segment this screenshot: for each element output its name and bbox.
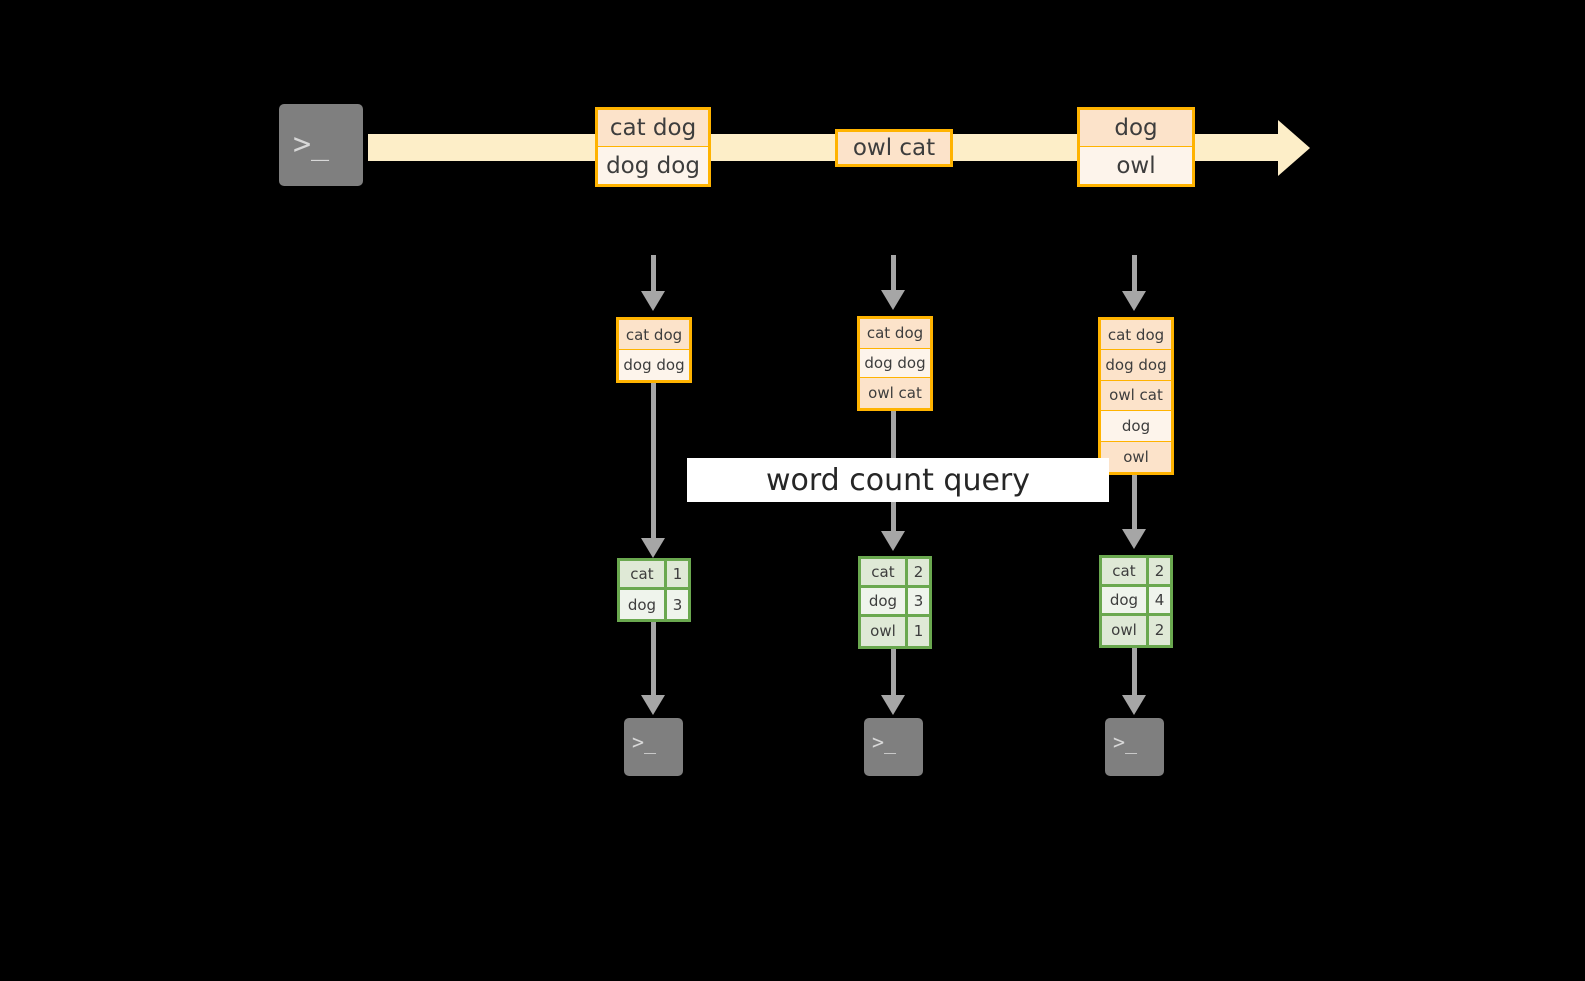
result-output-line bbox=[1132, 648, 1137, 695]
result-count: 3 bbox=[907, 587, 929, 617]
result-word: dog bbox=[861, 587, 905, 617]
terminal-prompt-glyph: >_ bbox=[1113, 730, 1138, 754]
result-word-column: cat dog owl bbox=[861, 559, 908, 646]
stream-record: cat dog bbox=[598, 110, 708, 147]
sink-terminal-icon: >_ bbox=[857, 711, 930, 783]
stream-record: owl bbox=[1080, 147, 1192, 184]
result-word: cat bbox=[620, 561, 664, 590]
result-output-arrowhead bbox=[641, 695, 665, 715]
result-word: owl bbox=[1102, 615, 1146, 645]
result-word: dog bbox=[620, 590, 664, 619]
snapshot-tap-arrowhead bbox=[881, 290, 905, 310]
stream-record: dog dog bbox=[598, 147, 708, 184]
result-word: owl bbox=[861, 616, 905, 646]
snapshot-record: dog dog bbox=[1101, 350, 1171, 381]
result-count: 1 bbox=[666, 561, 688, 590]
snapshot-records: cat dog dog dog bbox=[616, 317, 692, 383]
result-word: cat bbox=[861, 559, 905, 588]
snapshot-records: cat dog dog dog owl cat bbox=[857, 316, 933, 411]
result-count: 3 bbox=[666, 590, 688, 619]
result-word-column: cat dog bbox=[620, 561, 667, 619]
sink-terminal-icon: >_ bbox=[617, 711, 690, 783]
snapshot-record: owl bbox=[1101, 441, 1171, 472]
result-count-column: 2 3 1 bbox=[907, 559, 929, 646]
snapshot-record: cat dog bbox=[1101, 320, 1171, 351]
snapshot-tap-line bbox=[891, 255, 896, 290]
snapshot-record: owl cat bbox=[860, 378, 930, 408]
result-count: 4 bbox=[1148, 586, 1170, 616]
result-table: cat dog owl 2 3 1 bbox=[858, 556, 932, 649]
result-count: 1 bbox=[907, 616, 929, 646]
query-flow-arrowhead bbox=[1122, 529, 1146, 549]
result-word: dog bbox=[1102, 586, 1146, 616]
snapshot-records: cat dog dog dog owl cat dog owl bbox=[1098, 317, 1174, 475]
stream-event-records: cat dog dog dog bbox=[595, 107, 711, 187]
query-flow-line bbox=[651, 383, 656, 538]
result-table: cat dog 1 3 bbox=[617, 558, 691, 622]
stream-event-records: dog owl bbox=[1077, 107, 1195, 187]
terminal-prompt-glyph: >_ bbox=[632, 730, 657, 754]
snapshot-tap-line bbox=[651, 255, 656, 291]
query-flow-arrowhead bbox=[881, 531, 905, 551]
query-label: word count query bbox=[687, 458, 1109, 502]
snapshot-record: dog dog bbox=[860, 348, 930, 379]
terminal-prompt-glyph: >_ bbox=[293, 127, 330, 162]
result-output-line bbox=[651, 622, 656, 695]
result-count-column: 1 3 bbox=[666, 561, 688, 619]
stream-event-records: owl cat bbox=[835, 129, 953, 167]
result-count: 2 bbox=[907, 559, 929, 588]
snapshot-record: dog bbox=[1101, 411, 1171, 442]
snapshot-record: cat dog bbox=[860, 319, 930, 349]
result-count-column: 2 4 2 bbox=[1148, 558, 1170, 645]
stream-record: owl cat bbox=[838, 132, 950, 164]
snapshot-record: owl cat bbox=[1101, 380, 1171, 412]
snapshot-tap-line bbox=[1132, 255, 1137, 291]
terminal-prompt-glyph: >_ bbox=[872, 730, 897, 754]
snapshot-record: dog dog bbox=[619, 350, 689, 380]
result-word-column: cat dog owl bbox=[1102, 558, 1149, 645]
snapshot-record: cat dog bbox=[619, 320, 689, 350]
query-flow-line bbox=[1132, 475, 1137, 529]
result-word: cat bbox=[1102, 558, 1146, 587]
snapshot-tap-arrowhead bbox=[1122, 291, 1146, 311]
result-output-arrowhead bbox=[1122, 695, 1146, 715]
result-output-arrowhead bbox=[881, 695, 905, 715]
result-count: 2 bbox=[1148, 615, 1170, 645]
stream-record: dog bbox=[1080, 110, 1192, 147]
query-flow-arrowhead bbox=[641, 538, 665, 558]
snapshot-tap-arrowhead bbox=[641, 291, 665, 311]
result-table: cat dog owl 2 4 2 bbox=[1099, 555, 1173, 648]
stream-timeline-arrowhead bbox=[1278, 120, 1310, 176]
result-count: 2 bbox=[1148, 558, 1170, 587]
result-output-line bbox=[891, 649, 896, 695]
source-terminal-icon: >_ bbox=[272, 97, 370, 193]
sink-terminal-icon: >_ bbox=[1098, 711, 1171, 783]
